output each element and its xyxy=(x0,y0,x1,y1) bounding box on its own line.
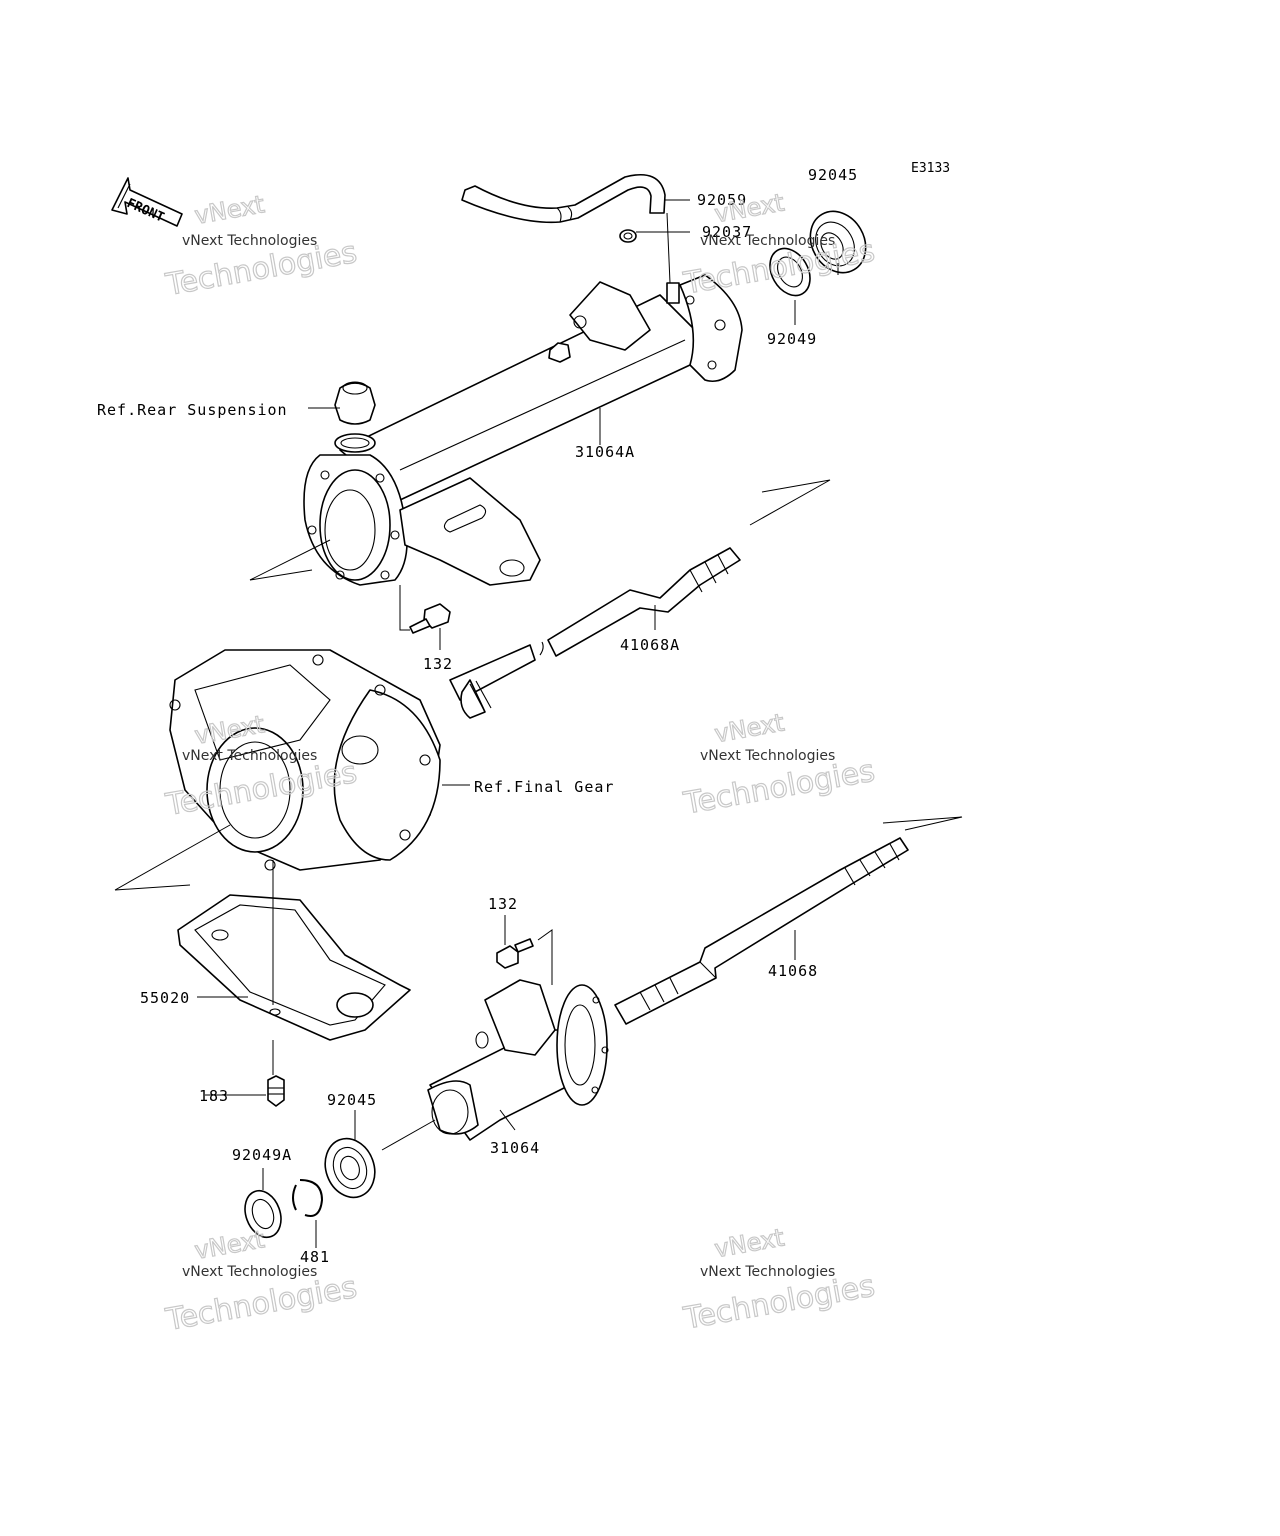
watermark-top-left: vNext vNext Technologies Technologies xyxy=(162,190,360,304)
svg-text:vNext Technologies: vNext Technologies xyxy=(182,233,317,249)
bolt-132-top xyxy=(409,603,451,634)
alignment-lines xyxy=(114,212,963,1151)
label-55020: 55020 xyxy=(140,989,190,1007)
watermark-bottom-right: vNext vNext Technologies Technologies xyxy=(680,1223,878,1337)
svg-text:vNext Technologies: vNext Technologies xyxy=(700,1264,835,1280)
label-481: 481 xyxy=(300,1248,330,1266)
svg-text:vNext: vNext xyxy=(712,1223,786,1263)
label-92045-top: 92045 xyxy=(808,166,858,184)
bolt-132-bottom xyxy=(496,938,534,969)
svg-text:vNext: vNext xyxy=(193,190,267,230)
svg-text:Technologies: Technologies xyxy=(163,1270,360,1338)
label-ref-final-gear: Ref.Final Gear xyxy=(474,778,614,796)
label-31064: 31064 xyxy=(490,1139,540,1157)
leader-lines xyxy=(197,199,839,1248)
final-gear-case xyxy=(169,649,441,871)
label-92049: 92049 xyxy=(767,330,817,348)
bearing-92045-top xyxy=(809,210,867,274)
label-92049A: 92049A xyxy=(232,1146,292,1164)
axle-shaft-41068A xyxy=(449,547,741,719)
bearing-92045-bottom xyxy=(324,1137,376,1199)
label-132-bottom: 132 xyxy=(488,895,518,913)
watermark-mid-right: vNext vNext Technologies Technologies xyxy=(680,708,878,822)
axle-shaft-41068 xyxy=(614,837,909,1025)
label-41068A: 41068A xyxy=(620,636,680,654)
label-92059: 92059 xyxy=(697,191,747,209)
oil-seal-92049 xyxy=(769,247,811,297)
axle-housing-31064A xyxy=(303,274,743,586)
clamp-92037 xyxy=(619,229,637,243)
front-arrow-icon: FRONT xyxy=(111,177,183,227)
breather-hose-92059 xyxy=(461,173,666,224)
axle-housing-31064 xyxy=(427,979,609,1141)
label-183: 183 xyxy=(199,1087,229,1105)
guard-plate-55020 xyxy=(177,894,411,1041)
svg-text:vNext: vNext xyxy=(712,708,786,748)
label-ref-rear-suspension: Ref.Rear Suspension xyxy=(97,401,288,419)
svg-text:vNext: vNext xyxy=(193,1225,267,1265)
bolt-183 xyxy=(267,1075,285,1107)
circlip-481 xyxy=(292,1179,324,1217)
label-31064A: 31064A xyxy=(575,443,635,461)
label-132-top: 132 xyxy=(423,655,453,673)
label-41068: 41068 xyxy=(768,962,818,980)
label-92037: 92037 xyxy=(702,223,752,241)
svg-text:vNext Technologies: vNext Technologies xyxy=(700,748,835,764)
diagram-code: E3133 xyxy=(911,161,950,176)
rubber-bush xyxy=(334,381,376,425)
label-92045-bottom: 92045 xyxy=(327,1091,377,1109)
svg-text:vNext Technologies: vNext Technologies xyxy=(182,748,317,764)
oil-seal-92049A xyxy=(244,1189,282,1239)
watermark-bottom-left: vNext vNext Technologies Technologies xyxy=(162,1225,360,1339)
svg-text:vNext Technologies: vNext Technologies xyxy=(182,1264,317,1280)
svg-text:vNext Technologies: vNext Technologies xyxy=(700,233,835,249)
